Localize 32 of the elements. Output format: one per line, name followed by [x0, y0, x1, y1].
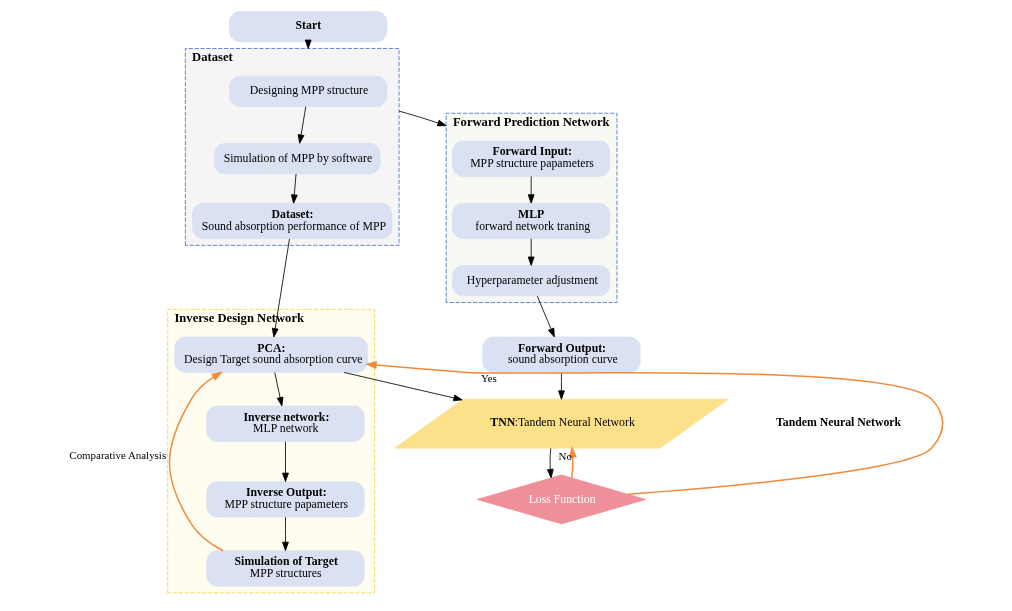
- arrow: [558, 372, 565, 400]
- node-box: Inverse Output: MPP structure papameters: [206, 481, 365, 518]
- node-box: PCA: Design Target sound absorption curve: [174, 336, 368, 373]
- arrow: [290, 173, 298, 204]
- node-box: Inverse network: MLP network: [206, 405, 365, 442]
- node-box: Forward Input: MPP structure papameters: [452, 140, 611, 177]
- arrow: [297, 106, 307, 144]
- edge-label: No: [558, 449, 572, 462]
- node-diamond: Loss Function: [476, 474, 646, 525]
- arrow: [365, 361, 944, 495]
- arrow: [568, 446, 577, 479]
- arrow: [274, 372, 284, 407]
- arrow: [271, 238, 290, 338]
- arrow: [282, 441, 289, 482]
- node-box: Simulation of MPP by software: [213, 143, 381, 175]
- edge-label: Comparative Analysis: [69, 449, 167, 462]
- arrow: [527, 176, 535, 204]
- arrow: [527, 238, 535, 266]
- arrow: [343, 372, 463, 402]
- node-box: Designing MPP structure: [229, 75, 388, 107]
- node-box: MLP forward network traning: [452, 202, 611, 240]
- arrow: [536, 295, 555, 338]
- node-box: Dataset: Sound absorption performance of MPP: [192, 202, 393, 240]
- edge-label: Yes: [480, 371, 497, 384]
- label: Tandem Neural Network: [776, 415, 902, 429]
- arrow: [168, 371, 224, 552]
- node-box: Simulation of Target MPP structures: [206, 550, 365, 587]
- arrow: [282, 516, 289, 552]
- arrow: [398, 110, 447, 127]
- arrow: [546, 447, 554, 479]
- node-box: Hyperparameter adjustment: [452, 265, 611, 297]
- node-box: Forward Output: sound absorption curve: [482, 336, 641, 373]
